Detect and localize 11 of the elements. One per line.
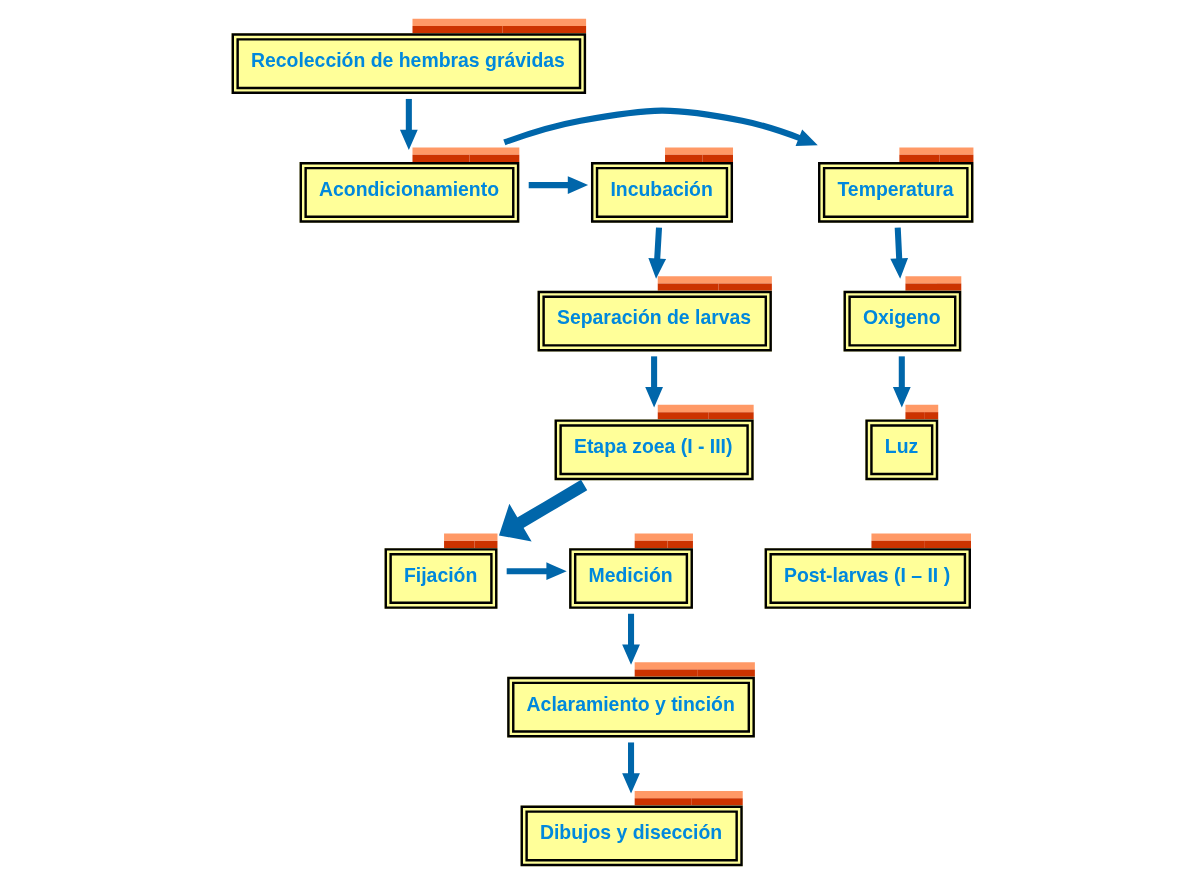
arrow bbox=[621, 741, 640, 793]
arrow bbox=[892, 355, 911, 407]
arrow bbox=[528, 175, 588, 194]
arrow bbox=[621, 613, 640, 665]
arrow bbox=[644, 355, 663, 407]
arrow bbox=[506, 561, 567, 580]
arrow bbox=[498, 479, 587, 541]
arrow bbox=[502, 107, 818, 146]
arrow bbox=[399, 98, 418, 150]
arrow bbox=[647, 226, 666, 279]
arrow bbox=[889, 227, 908, 279]
